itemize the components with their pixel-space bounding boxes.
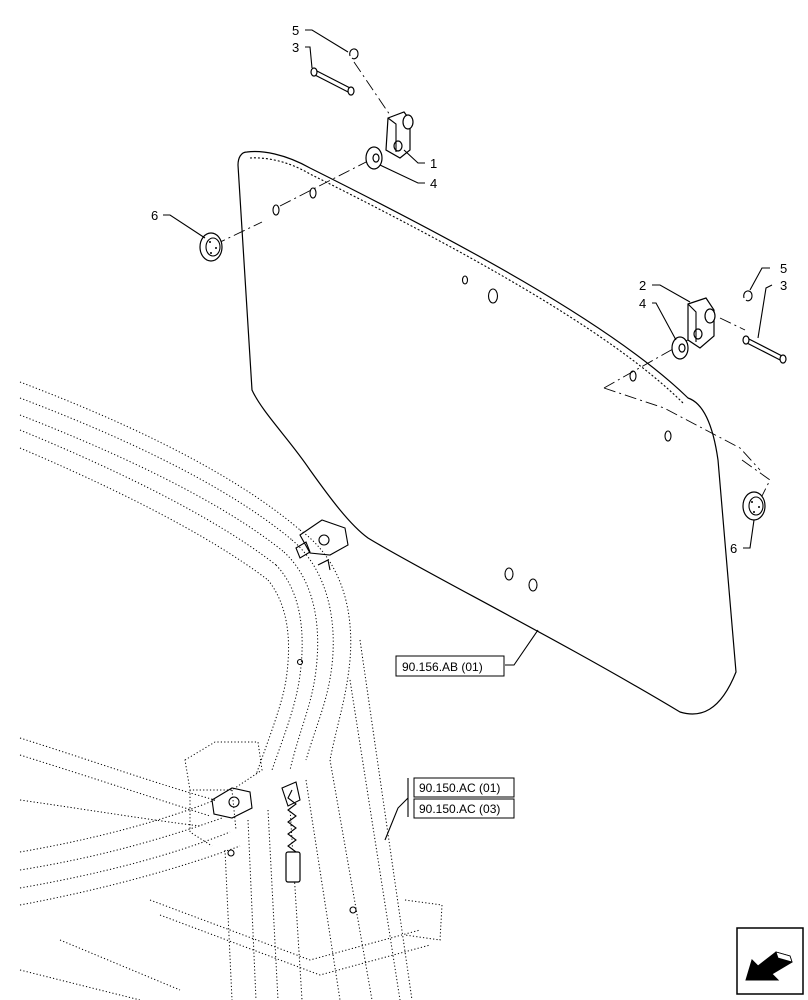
frame-reference-link-2[interactable]: 90.150.AC (03) (413, 798, 515, 819)
callout-3-top: 3 (292, 40, 299, 55)
reference-boxes: 90.156.AB (01) 90.150.AC (01) 90.150.AC … (395, 655, 515, 819)
callouts: 5 3 1 4 6 2 4 5 3 6 (151, 23, 787, 556)
frame-reference-link-1[interactable]: 90.150.AC (01) (413, 777, 515, 798)
callout-2: 2 (639, 278, 646, 293)
frame-reference-label-1: 90.150.AC (01) (419, 781, 500, 795)
callout-4-right: 4 (639, 296, 646, 311)
callout-1: 1 (430, 156, 437, 171)
cab-frame (19, 381, 443, 1000)
panel-reference-link[interactable]: 90.156.AB (01) (395, 655, 505, 677)
callout-4-top: 4 (430, 176, 437, 191)
callout-6-left: 6 (151, 208, 158, 223)
callout-5-top: 5 (292, 23, 299, 38)
panel-reference-label: 90.156.AB (01) (402, 660, 483, 674)
assembly-centerlines (213, 61, 771, 501)
upper-hinge-set (199, 48, 414, 262)
callout-6-right: 6 (730, 541, 737, 556)
window-panel (237, 150, 737, 715)
callout-5-right: 5 (780, 261, 787, 276)
frame-reference-label-2: 90.150.AC (03) (419, 802, 500, 816)
back-arrow-icon[interactable] (736, 927, 804, 995)
callout-3-right: 3 (780, 278, 787, 293)
leader-lines (163, 29, 773, 841)
